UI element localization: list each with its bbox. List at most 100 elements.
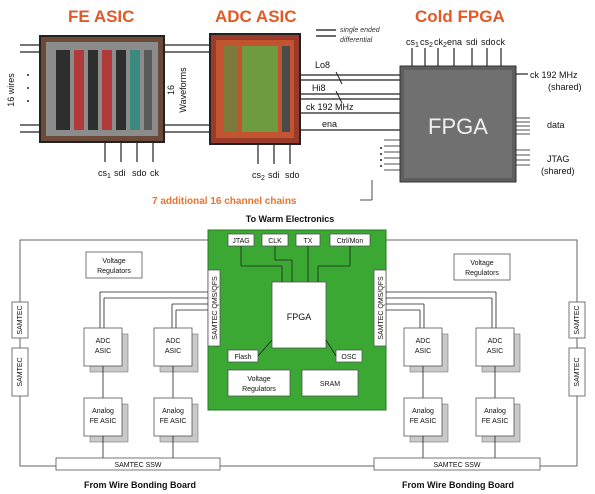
samtec-ssw-left	[55, 457, 221, 471]
left-analog-1-line1: Analog	[92, 408, 114, 415]
green-vreg-line1: Voltage	[247, 376, 270, 383]
clk-label: CLK	[268, 238, 282, 245]
right-vreg-box	[453, 253, 511, 281]
cold-fpga-chip	[399, 65, 517, 183]
left-qms-wires	[99, 291, 208, 328]
fpga-pin-sdi: sdi	[466, 37, 478, 47]
tx-label: TX	[304, 238, 313, 245]
right-adc-2-line2: ASIC	[487, 348, 503, 355]
fe-asic-die	[39, 35, 165, 143]
adc-pin-cs2: cs2	[252, 170, 265, 182]
legend-differential: differential	[340, 37, 373, 44]
adc-to-analog-wires	[102, 366, 496, 398]
fe-pin-sdi: sdi	[114, 168, 126, 178]
from-wire-right: From Wire Bonding Board	[402, 480, 514, 490]
left-vreg-line1: Voltage	[102, 258, 125, 265]
connector-to-fpga-wires	[240, 246, 351, 282]
additional-chains-connector	[360, 147, 382, 201]
fe-asic-title: FE ASIC	[68, 7, 134, 26]
hi8-label: Hi8	[312, 83, 326, 93]
fpga-right-pins	[516, 73, 530, 166]
left-samtec-bottom: SAMTEC	[17, 357, 24, 386]
fe-to-adc-wires	[164, 44, 210, 133]
fpga-pin-sdo: sdo	[481, 37, 496, 47]
fpga-pin-ck2: ck2	[434, 37, 447, 49]
right-data-label: data	[547, 120, 565, 130]
right-adc-2-line1: ADC	[488, 338, 503, 345]
fpga-top-pins	[411, 48, 502, 66]
fpga-pin-ena: ena	[447, 37, 462, 47]
right-samtec-bottom: SAMTEC	[574, 357, 581, 386]
right-side-connectors: SAMTEC SAMTEC	[568, 301, 586, 397]
adc-asic-title: ADC ASIC	[215, 7, 297, 26]
left-vreg-box	[85, 251, 143, 279]
ck192-label: ck 192 MHz	[306, 102, 354, 112]
fe-control-pins	[104, 142, 154, 162]
ena-label: ena	[322, 119, 337, 129]
samtec-ssw-right	[373, 457, 541, 471]
additional-chains-label: 7 additional 16 channel chains	[152, 196, 297, 207]
right-vreg-line1: Voltage	[470, 260, 493, 267]
left-vreg-line2: Regulators	[97, 268, 131, 275]
flash-label: Flash	[234, 354, 251, 361]
cold-fpga-label: FPGA	[428, 114, 488, 139]
right-adc-2	[475, 327, 521, 373]
fe-pin-cs1: cs1	[98, 168, 111, 180]
sram-label: SRAM	[320, 381, 340, 388]
line-legend: single ended differential	[316, 27, 381, 44]
fpga-pin-ck: ck	[496, 37, 506, 47]
fpga-pin-cs2: cs2	[420, 37, 433, 49]
wires-16-label: 16 wires	[6, 73, 16, 107]
samtec-qms-left-label: SAMTEC QMS/QFS	[212, 276, 219, 340]
adc-control-pins	[257, 144, 291, 164]
adc-pin-sdo: sdo	[285, 170, 300, 180]
left-side-connectors: SAMTEC SAMTEC	[11, 301, 29, 397]
right-samtec-top: SAMTEC	[574, 305, 581, 334]
left-samtec-top: SAMTEC	[17, 305, 24, 334]
samtec-ssw-right-label: SAMTEC SSW	[433, 462, 480, 469]
from-wire-left: From Wire Bonding Board	[84, 480, 196, 490]
right-adc-1-line2: ASIC	[415, 348, 431, 355]
fpga-left-pins	[384, 139, 400, 171]
left-adc-2-line2: ASIC	[165, 348, 181, 355]
fe-pin-sdo: sdo	[132, 168, 147, 178]
right-analog-2-line2: FE ASIC	[482, 418, 509, 425]
waveforms-word-label: Waveforms	[178, 67, 188, 113]
legend-single-ended: single ended	[340, 27, 381, 34]
right-analog-2-line1: Analog	[484, 408, 506, 415]
to-warm-label: To Warm Electronics	[246, 214, 335, 224]
lo8-label: Lo8	[315, 60, 330, 70]
right-analog-2	[475, 397, 521, 443]
green-vreg-box	[227, 369, 291, 397]
right-adc-1-line1: ADC	[416, 338, 431, 345]
right-analog-1	[403, 397, 449, 443]
left-adc-1-line2: ASIC	[95, 348, 111, 355]
input-wires	[20, 44, 40, 133]
left-adc-1-line1: ADC	[96, 338, 111, 345]
left-adc-2	[153, 327, 199, 373]
board-fpga-label: FPGA	[287, 312, 312, 322]
adc-asic-die	[209, 33, 301, 145]
sram-box	[301, 369, 359, 397]
fe-pin-ck: ck	[150, 168, 160, 178]
green-vreg-line2: Regulators	[242, 386, 276, 393]
board-fpga-box	[271, 281, 327, 349]
right-analog-1-line2: FE ASIC	[410, 418, 437, 425]
left-analog-2-line1: Analog	[162, 408, 184, 415]
right-adc-1	[403, 327, 449, 373]
left-adc-2-line1: ADC	[166, 338, 181, 345]
samtec-qms-right	[373, 269, 387, 347]
osc-label: OSC	[341, 354, 356, 361]
fpga-pin-cs1: cs1	[406, 37, 419, 49]
right-ck-label: ck 192 MHz	[530, 70, 578, 80]
waveforms-16-label: 16	[166, 85, 176, 95]
samtec-qms-right-label: SAMTEC QMS/QFS	[378, 276, 385, 340]
right-jtag-shared: (shared)	[541, 166, 575, 176]
jtag-label: JTAG	[232, 238, 249, 245]
right-analog-1-line1: Analog	[412, 408, 434, 415]
ctrl-mon-label: Ctrl/Mon	[337, 238, 364, 245]
cold-fpga-title: Cold FPGA	[415, 7, 505, 26]
right-ck-shared: (shared)	[548, 82, 582, 92]
adc-pin-sdi: sdi	[268, 170, 280, 180]
